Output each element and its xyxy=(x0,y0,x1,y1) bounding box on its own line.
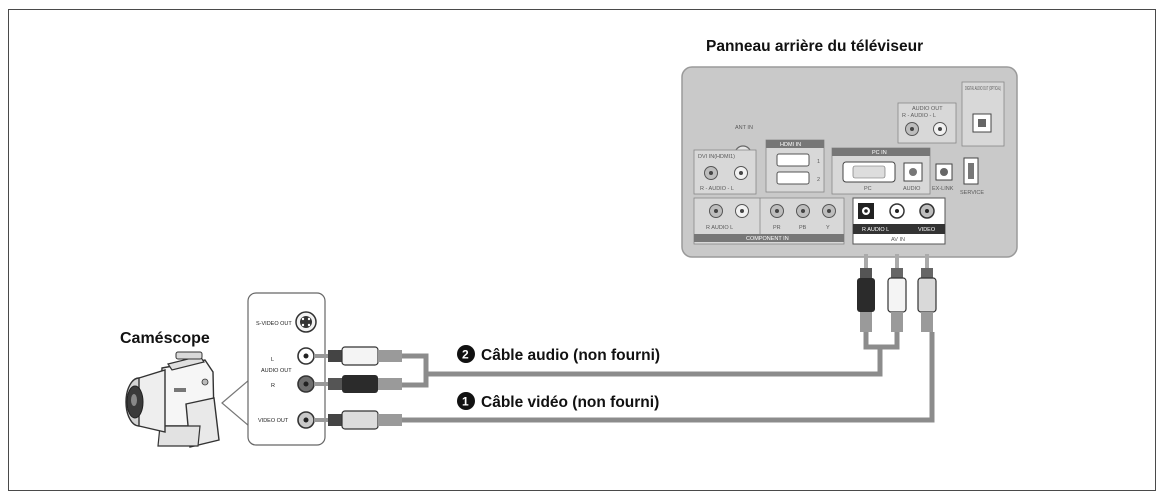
hdmi-in-label: HDMI IN xyxy=(780,142,801,148)
av-video-label: VIDEO xyxy=(918,227,936,233)
tv-plug-audio-black xyxy=(857,254,875,332)
av-in-label: AV IN xyxy=(891,237,905,243)
camcorder-illustration xyxy=(125,351,220,448)
cam-plug-video xyxy=(314,410,402,430)
camcorder-video-out-label: VIDEO OUT xyxy=(258,418,289,424)
av-audio-label: R AUDIO L xyxy=(862,227,889,233)
video-cable-label: Câble vidéo (non fourni) xyxy=(481,394,659,411)
pc-label: PC xyxy=(864,186,872,192)
audio-cable-number: 2 xyxy=(462,348,469,362)
tv-plugs xyxy=(857,254,937,332)
diagram-frame xyxy=(8,9,1156,491)
video-cable-number: 1 xyxy=(462,395,469,409)
audio-out-r-mark: R xyxy=(271,383,275,389)
camcorder-plugs xyxy=(314,346,402,430)
audio-out-l-mark: L xyxy=(271,357,274,363)
video-cable xyxy=(402,332,935,423)
tv-plug-audio-white xyxy=(887,254,907,332)
ex-link-label: EX-LINK xyxy=(932,186,954,192)
component-pr-label: PR xyxy=(773,225,781,231)
digital-audio-out-label: DIGITAL AUDIO OUT (OPTICAL) xyxy=(965,86,1001,92)
cam-plug-audio-white xyxy=(314,346,402,366)
hdmi-1-label: 1 xyxy=(817,159,820,165)
pc-audio-label: AUDIO xyxy=(903,186,921,192)
tv-panel-title: Panneau arrière du téléviseur xyxy=(706,38,923,55)
hdmi-2-label: 2 xyxy=(817,177,820,183)
camcorder-label: Caméscope xyxy=(120,330,210,347)
dvi-audio-label: DVI IN(HDMI1) xyxy=(698,154,735,160)
audio-cable-number-badge xyxy=(457,345,475,363)
dvi-audio-sub: R - AUDIO - L xyxy=(700,186,734,192)
tv-plug-video xyxy=(917,254,937,332)
component-y-label: Y xyxy=(826,225,830,231)
audio-cable-label: Câble audio (non fourni) xyxy=(481,347,660,364)
video-cable-number-badge xyxy=(457,392,475,410)
component-audio-label: R AUDIO L xyxy=(706,225,733,231)
camcorder-audio-out-label: AUDIO OUT xyxy=(261,368,292,374)
cables xyxy=(402,332,935,423)
ant-in-label: ANT IN xyxy=(735,125,753,131)
audio-cable-white xyxy=(402,332,900,377)
cam-plug-audio-black xyxy=(314,375,402,393)
tv-back-panel: ANT IN HDMI IN 1 2 DVI IN(HDMI1) R - AUD… xyxy=(681,66,1018,258)
audio-out-label: AUDIO OUT xyxy=(912,106,943,112)
camcorder-panel: S-VIDEO OUT L AUDIO OUT R VIDEO OUT xyxy=(221,292,326,446)
component-in-label: COMPONENT IN xyxy=(746,236,789,242)
hdmi-port-1 xyxy=(776,153,810,167)
audio-cable-black-tv xyxy=(863,332,880,350)
pc-in-label: PC IN xyxy=(872,150,887,156)
component-pb-label: PB xyxy=(799,225,807,231)
audio-cable-black xyxy=(402,374,429,388)
hdmi-port-2 xyxy=(776,171,810,185)
service-label: SERVICE xyxy=(960,190,984,196)
audio-out-sub: R - AUDIO - L xyxy=(902,113,936,119)
svideo-out-label: S-VIDEO OUT xyxy=(256,321,292,327)
